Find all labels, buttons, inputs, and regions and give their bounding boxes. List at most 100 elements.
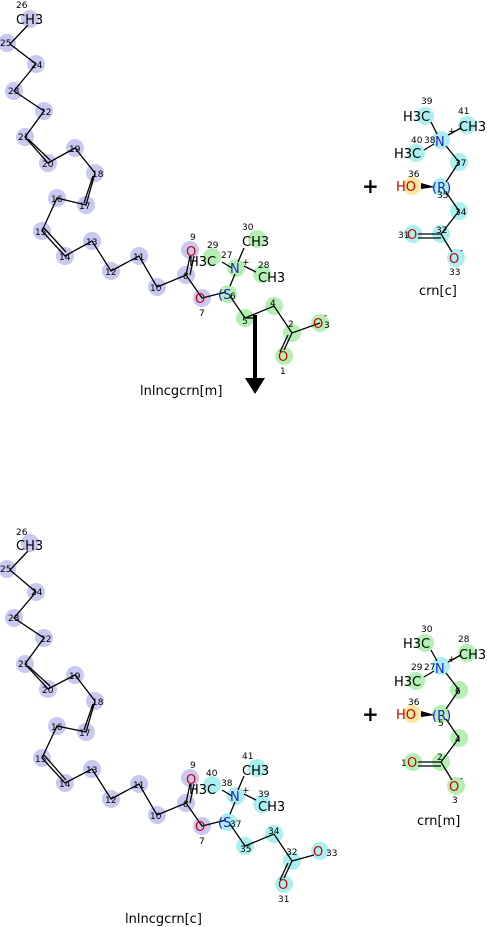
number-10: 10 [150,812,162,822]
number-14: 14 [59,780,71,790]
number-20: 20 [42,686,54,696]
number-8: 8 [183,800,189,810]
atom-o-9: O [186,773,196,788]
number-32: 32 [436,226,447,236]
number-36: 36 [408,698,420,708]
highlight-atom-36 [403,705,421,723]
wedge-bond [421,711,435,717]
atom-highlights [0,10,329,365]
highlight-atom-31 [404,225,422,243]
highlight-atom-36 [403,177,421,195]
atom-o-3: O [449,780,459,795]
number-40: 40 [206,769,218,779]
atom-n-plus: N [230,262,240,277]
charge-plus: + [242,258,250,268]
number-35: 35 [437,191,448,201]
number-27: 27 [221,251,232,261]
number-28: 28 [258,261,270,271]
number-9: 9 [190,233,196,243]
number-24: 24 [31,588,43,598]
number-23: 23 [8,87,19,97]
highlight-atom-1 [404,753,422,771]
atom-o-1: O [407,756,417,771]
number-34: 34 [268,827,280,837]
molecule-caption: lnlncgcrn[m] [140,384,222,399]
number-15: 15 [35,228,46,238]
molecule-lnlncgcrn-m: 26 CH3 25 24 23 22 21 20 19 18 17 16 15 … [0,1,330,399]
atom-ch3-26: CH3 [16,539,43,554]
atom-labels: 26 CH3 25 24 23 22 21 20 19 18 17 16 15 … [0,528,337,905]
number-7: 7 [199,309,205,319]
highlight-atom-27 [432,657,450,675]
charge-plus: + [448,655,456,665]
molecule-lnlncgcrn-c: 26 CH3 25 24 23 22 21 20 19 18 17 16 15 … [0,528,337,927]
charge-minus-3: - [324,311,327,321]
charge-plus: + [242,786,250,796]
number-26: 26 [16,1,28,11]
number-28: 28 [458,635,470,645]
molecule-caption: crn[c] [419,284,457,299]
number-13: 13 [86,238,97,248]
highlight-atom-33 [311,842,329,860]
number-1: 1 [280,367,286,377]
number-39: 39 [421,97,433,107]
atom-h3c-30: H3C [403,637,430,652]
highlight-atom-6 [219,285,237,303]
highlight-atom-35 [432,178,450,196]
highlight-atom-26 [21,534,39,552]
atom-ho-36: HO [396,708,416,723]
atom-ho-36: HO [396,180,416,195]
number-4: 4 [270,299,276,309]
wedge-bond [421,183,435,189]
plus-sign-bottom: + [362,702,379,726]
number-16: 16 [51,723,63,733]
number-26: 26 [16,528,28,538]
atom-o-3: O [313,317,323,332]
atom-labels: 30 H3C 28 CH3 29 27 N + H3C 6 36 HO (R) … [394,625,486,806]
stereo-s-6: (S [218,288,231,303]
highlight-atom-39 [416,107,434,125]
atom-labels: 39 H3C 41 CH3 40 38 N + H3C 37 36 HO (R)… [394,97,486,278]
number-32: 32 [286,848,297,858]
highlight-atom-27 [227,259,245,277]
number-13: 13 [86,766,97,776]
atom-ch3-41: CH3 [459,120,486,135]
reaction-arrow [245,315,265,394]
highlight-atom-9 [181,241,199,259]
number-29: 29 [411,663,423,673]
charge-minus: - [460,246,463,256]
atom-o-7: O [195,292,205,307]
highlight-atom-28 [253,265,271,283]
atom-h3c-29: H3C [189,255,216,270]
atom-h3c-39: H3C [403,110,430,125]
number-19: 19 [69,145,81,155]
number-5: 5 [438,719,444,729]
number-34: 34 [455,208,467,218]
atom-o-33: O [313,845,323,860]
highlight-atom-41 [458,116,476,134]
number-22: 22 [40,108,51,118]
highlight-atom-41 [248,759,266,777]
highlight-atom-40 [203,776,221,794]
number-20: 20 [42,160,54,170]
highlight-atom-3 [447,777,465,795]
atom-ch3-30: CH3 [242,235,269,250]
number-9: 9 [190,761,196,771]
charge-plus: + [448,127,456,137]
number-8: 8 [183,272,189,282]
number-6: 6 [230,292,236,302]
number-19: 19 [69,672,81,682]
number-12: 12 [105,796,116,806]
number-31: 31 [398,231,409,241]
atom-ch3-26: CH3 [16,13,43,28]
highlight-atom-25 [0,34,16,52]
atom-n-plus: N [435,135,445,150]
number-36: 36 [408,170,420,180]
highlight-atom-38 [432,131,450,149]
molecule-caption: lnlncgcrn[c] [125,912,202,927]
number-15: 15 [35,755,46,765]
number-33: 33 [449,268,460,278]
atom-highlights [0,534,329,893]
number-25: 25 [0,39,11,49]
charge-minus: - [460,774,463,784]
